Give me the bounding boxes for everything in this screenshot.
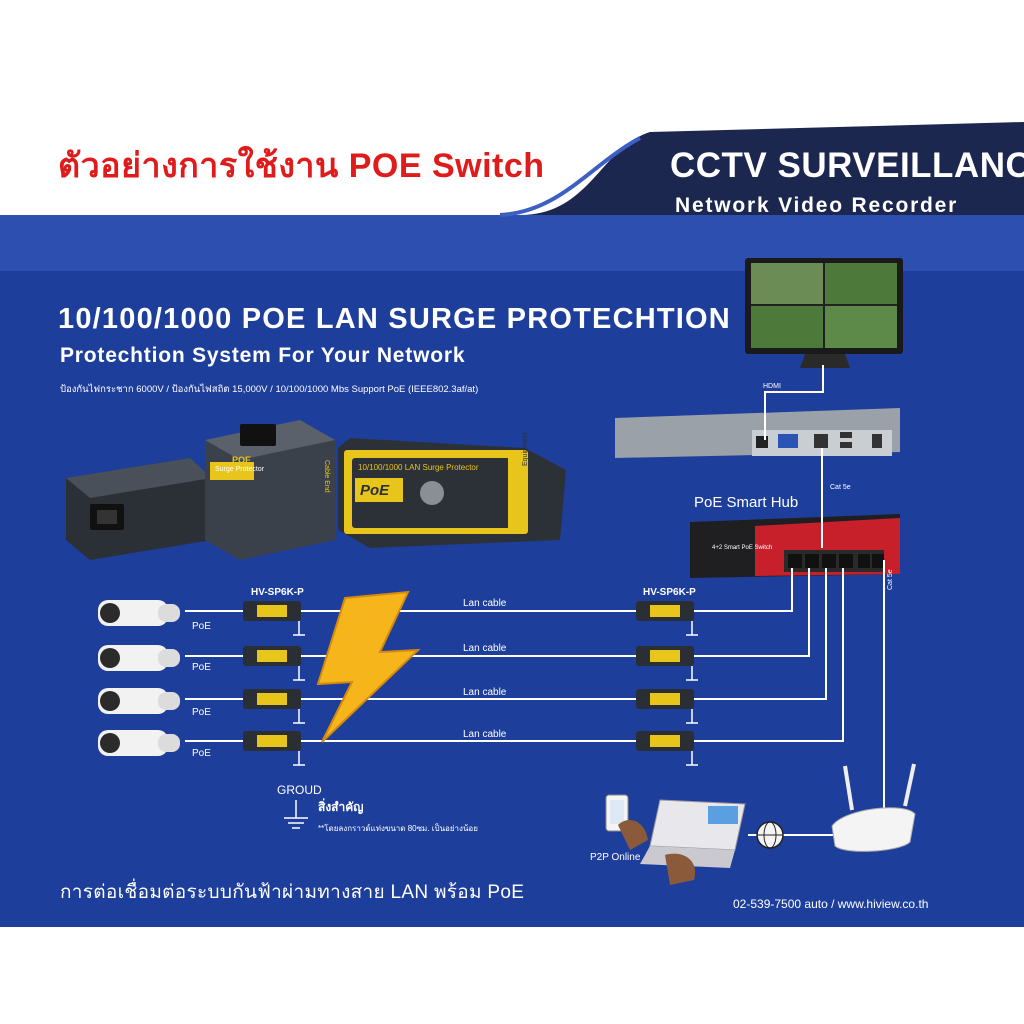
brand-banner-edge (499, 136, 641, 217)
nvr-recorder (615, 408, 900, 458)
lan-cable-label-4: Lan cable (463, 729, 507, 740)
lan-cable-label-1: Lan cable (463, 598, 507, 609)
important-label: สิ่งสำคัญ (318, 800, 364, 814)
ground-label: GROUD (277, 783, 322, 797)
surge-protector-small-1 (66, 458, 212, 560)
headline-title: 10/100/1000 POE LAN SURGE PROTECHTION (58, 303, 731, 335)
wifi-router-icon (831, 763, 916, 852)
contact-info: 02-539-7500 auto / www.hiview.co.th (733, 897, 929, 911)
camera-poe-label-4: PoE (192, 748, 211, 759)
laptop-icon (640, 799, 746, 885)
hub-label: PoE Smart Hub (694, 494, 799, 511)
camera-poe-label-2: PoE (192, 662, 211, 673)
lan-cable-label-2: Lan cable (463, 643, 507, 654)
protectors-right (636, 601, 698, 766)
cat5e-label-nvr: Cat 5e (830, 484, 851, 491)
brand-title: CCTV SURVEILLANCE (670, 146, 1024, 185)
page-title-thai: ตัวอย่างการใช้งาน POE Switch (58, 147, 545, 185)
bottom-caption: การต่อเชื่อมต่อระบบกันฟ้าผ่ามทางสาย LAN … (60, 882, 525, 903)
brand-banner (520, 122, 1024, 215)
protector-model-left: HV-SP6K-P (251, 587, 304, 598)
product-poe-label: POE (232, 455, 252, 465)
smartphone-icon (605, 794, 648, 850)
product-poe-badge: PoE (360, 482, 390, 499)
cctv-monitor (745, 258, 903, 368)
globe-icon (756, 821, 784, 849)
ground-note: **โดยลงกราวด์แท่งขนาด 80ซม. เป็นอย่างน้อ… (318, 824, 478, 833)
lan-cable-label-3: Lan cable (463, 687, 507, 698)
surge-protector-large (338, 438, 566, 548)
brand-subtitle: Network Video Recorder (675, 194, 959, 217)
product-surge-label: Surge Protector (215, 466, 265, 473)
camera-poe-label-1: PoE (192, 621, 211, 632)
cameras (98, 600, 180, 756)
product-equipment: Equipment (522, 432, 529, 466)
hdmi-cable (764, 365, 824, 440)
ground-icon (284, 800, 308, 829)
headline-subtitle: Protechtion System For Your Network (60, 344, 466, 367)
poe-smart-hub (690, 514, 900, 578)
hdmi-label: HDMI (763, 383, 781, 390)
protector-model-right: HV-SP6K-P (643, 587, 696, 598)
product-lan-surge-label: 10/100/1000 LAN Surge Protector (358, 463, 479, 472)
camera-poe-label-3: PoE (192, 707, 211, 718)
p2p-online-label: P2P Online (590, 852, 641, 863)
product-cable-end: Cable End (323, 460, 330, 493)
cat5e-label-router: Cat 5e (887, 569, 894, 590)
headline-spec: ป้องกันไฟกระชาก 6000V / ป้องกันไฟสถิต 15… (60, 384, 479, 395)
hub-model-label: 4+2 Smart PoE Switch (712, 545, 773, 551)
protectors-left (243, 601, 305, 766)
surge-protector-small-2 (205, 420, 335, 560)
lightning-bolt-icon (316, 590, 421, 743)
